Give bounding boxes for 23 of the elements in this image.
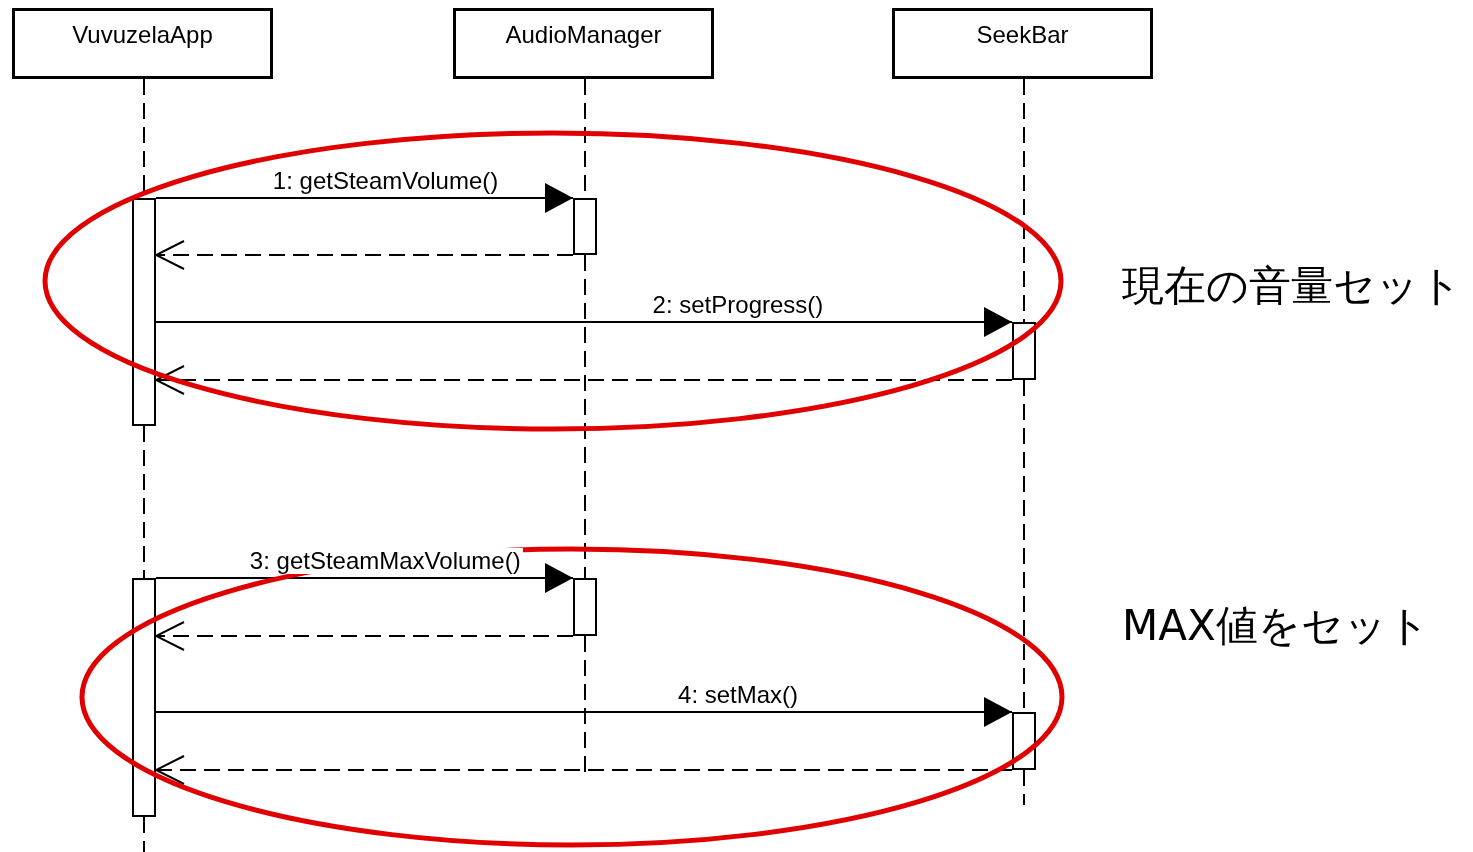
- object-box: VuvuzelaApp: [12, 8, 273, 79]
- activation-bar: [573, 578, 597, 636]
- activation-bar: [132, 198, 156, 426]
- activation-bar: [573, 198, 597, 255]
- message-label: 3: getSteamMaxVolume(): [247, 548, 523, 574]
- return-arrow: [155, 240, 574, 270]
- lifeline: [1023, 769, 1025, 806]
- return-arrow: [155, 621, 574, 651]
- return-arrow: [155, 755, 1013, 785]
- message-arrow: [155, 563, 574, 593]
- lifeline: [143, 425, 145, 579]
- message-arrow: [155, 307, 1013, 337]
- return-arrow: [155, 365, 1013, 395]
- message-arrow: [155, 183, 574, 213]
- annotation-text: MAX値をセット: [1122, 600, 1430, 652]
- object-box: SeekBar: [892, 8, 1153, 79]
- lifeline: [1023, 78, 1025, 323]
- object-box: AudioManager: [453, 8, 714, 79]
- lifeline: [584, 254, 586, 579]
- activation-bar: [132, 578, 156, 817]
- message-arrow: [155, 697, 1013, 727]
- annotation-text: 現在の音量セット: [1122, 260, 1462, 312]
- lifeline: [143, 816, 145, 852]
